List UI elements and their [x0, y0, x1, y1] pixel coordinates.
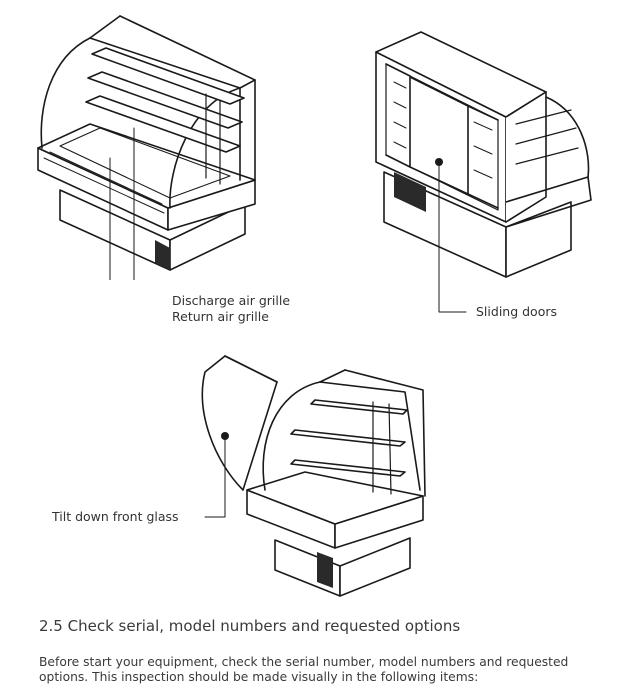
display-case-figure-1	[30, 8, 270, 280]
section-heading: 2.5 Check serial, model numbers and requ…	[39, 617, 461, 635]
display-case-figure-2	[366, 22, 598, 322]
callout-sliding-doors: Sliding doors	[476, 304, 557, 319]
callout-discharge-air-grille: Discharge air grille	[172, 293, 291, 308]
section-body: Before start your equipment, check the s…	[39, 655, 569, 684]
callout-tilt-down-front-glass: Tilt down front glass	[52, 509, 179, 524]
display-case-figure-3	[195, 352, 435, 598]
callout-return-air-grille: Return air grille	[172, 309, 269, 324]
